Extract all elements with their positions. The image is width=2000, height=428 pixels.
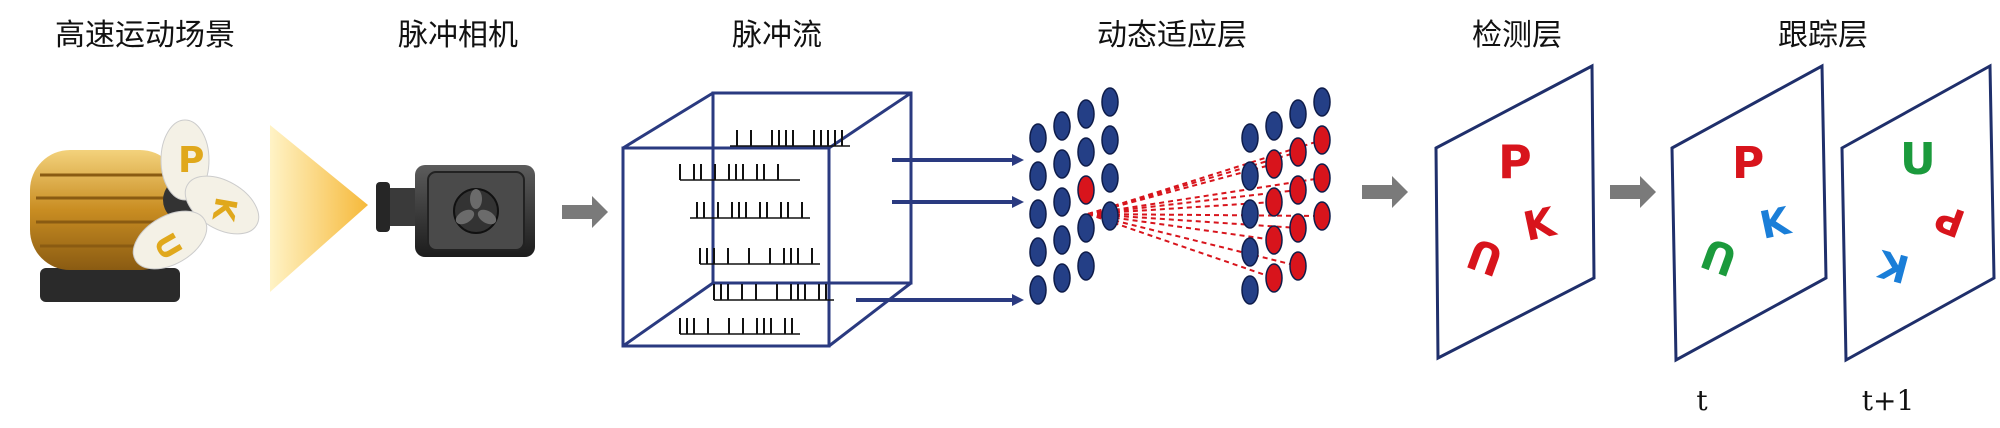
input-neuron [1053,149,1071,179]
dynamic-connections [1087,139,1323,279]
active-output-neuron [1289,175,1307,205]
output-neuron [1241,275,1259,305]
input-neuron [1101,201,1119,231]
output-neuron-grid [1241,87,1331,305]
dynamic-connection [1087,139,1323,215]
tracking-layer-title: 跟踪层 [1778,18,1868,53]
output-neuron [1241,161,1259,191]
dynamic-connection [1087,213,1275,279]
dynamic-connection [1087,201,1275,215]
tracking-frame-t-plus-1: U P K [1840,63,1996,363]
input-neuron [1077,137,1095,167]
output-neuron [1241,123,1259,153]
light-cone [270,125,368,292]
input-neuron [1101,163,1119,193]
active-output-neuron [1289,137,1307,167]
dynamic-connection [1087,177,1323,215]
spike-camera-illustration [376,165,535,257]
flow-arrow-1 [562,196,608,228]
active-input-neuron [1077,175,1095,205]
motor-base [40,268,180,302]
input-neuron [1053,225,1071,255]
scene-title: 高速运动场景 [55,18,235,53]
detection-frame: P K U [1434,63,1596,361]
input-neuron [1029,199,1047,229]
spike-stream-cube [621,91,913,348]
time-label-t-plus-1: t+1 [1861,384,1915,417]
fan-blades [132,119,260,270]
input-neuron [1077,213,1095,243]
input-neuron [1053,187,1071,217]
time-label-t: t [1696,384,1708,417]
camera-title: 脉冲相机 [398,18,518,53]
input-neuron-grid [1029,87,1119,305]
output-neuron [1265,111,1283,141]
input-neuron [1029,275,1047,305]
output-neuron [1313,87,1331,117]
motor-scene-illustration: P K U [30,119,260,302]
input-neuron [1029,237,1047,267]
active-output-neuron [1265,187,1283,217]
active-output-neuron [1265,149,1283,179]
dynamic-connection [1087,213,1299,229]
active-output-neuron [1313,163,1331,193]
dynamic-connection [1087,213,1299,267]
input-neuron [1029,123,1047,153]
output-neuron [1241,237,1259,267]
connection-tips [1012,154,1024,306]
input-neuron [1101,125,1119,155]
input-neuron [1077,99,1095,129]
scene-letter-p: P [178,140,204,181]
output-neuron [1289,99,1307,129]
spike-trains [679,130,850,335]
input-neuron [1077,251,1095,281]
active-output-neuron [1265,225,1283,255]
active-output-neuron [1265,263,1283,293]
dynamic-connection [1087,213,1275,241]
dynamic-connection [1087,213,1323,217]
active-output-neuron [1289,213,1307,243]
stream-title: 脉冲流 [732,18,822,53]
input-neuron [1053,263,1071,293]
detection-layer-title: 检测层 [1472,18,1562,53]
dynamic-layer-title: 动态适应层 [1097,18,1247,53]
input-neuron [1029,161,1047,191]
flow-arrow-2 [1362,176,1408,208]
tracking-t-letter-p: P [1732,138,1764,189]
tracking-t1-letter-u: U [1900,134,1936,185]
input-neuron [1053,111,1071,141]
tracking-frame-t: P K U [1670,63,1828,363]
input-neuron [1101,87,1119,117]
active-output-neuron [1313,201,1331,231]
output-neuron [1241,199,1259,229]
detection-letter-p: P [1498,135,1532,189]
cube-to-neuron-connections [856,158,1020,302]
active-output-neuron [1313,125,1331,155]
flow-arrow-3 [1610,176,1656,208]
active-output-neuron [1289,251,1307,281]
